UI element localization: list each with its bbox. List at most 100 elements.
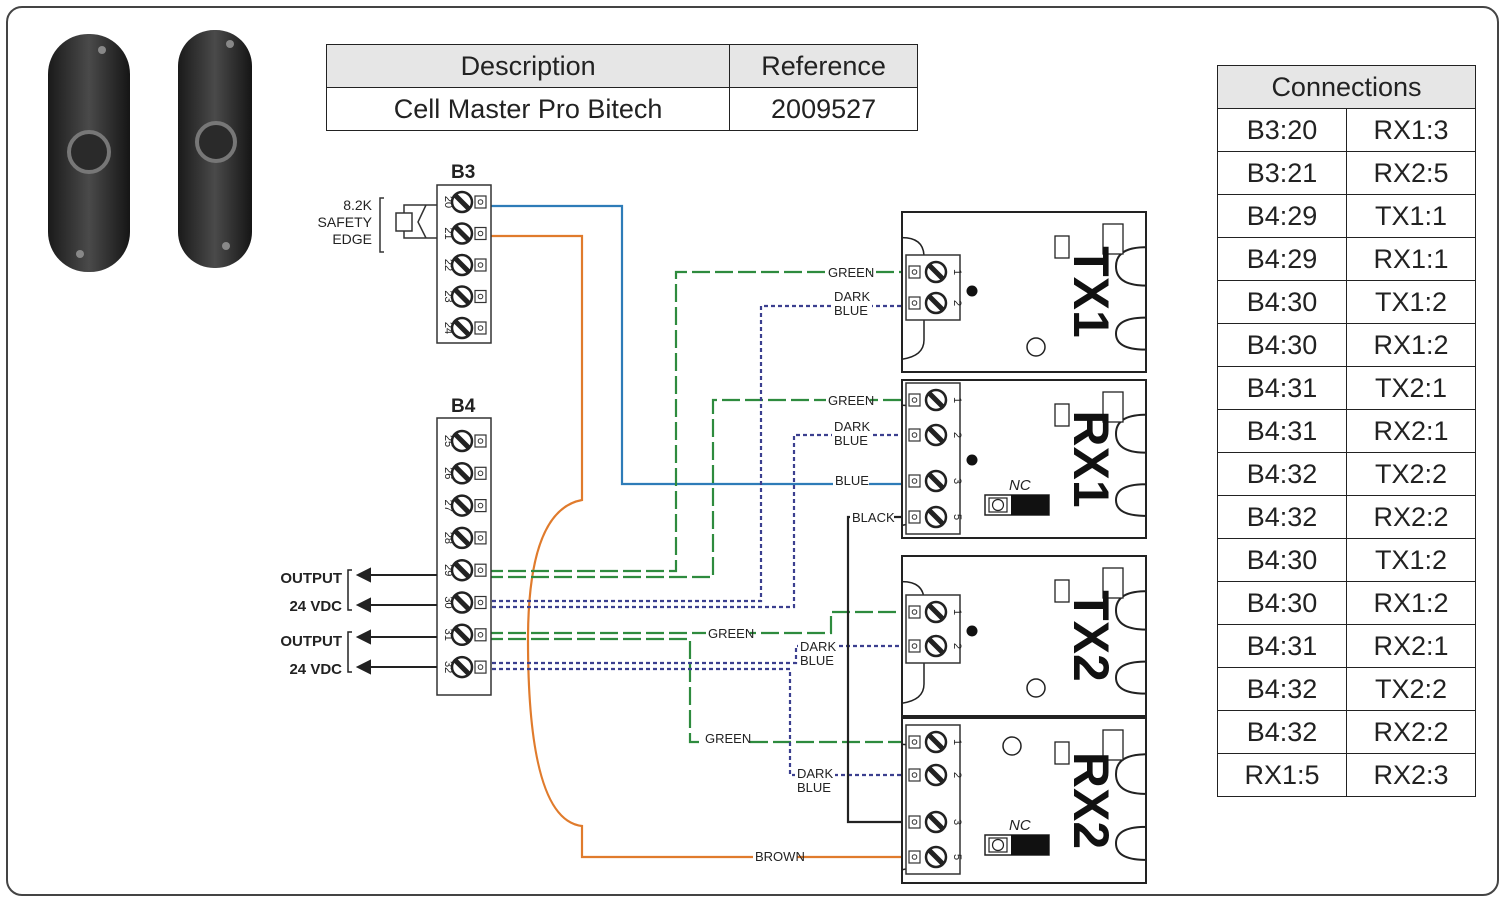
reference-cell: 2009527: [729, 87, 918, 131]
output-1-line1: OUTPUT: [280, 570, 342, 587]
output-2-line2: 24 VDC: [289, 661, 342, 678]
wire-darkblue-rx1: [485, 433, 906, 609]
wire-label-bg: [832, 290, 872, 320]
wire-label-bg: [826, 394, 870, 408]
label-blue: BLUE: [835, 473, 869, 488]
device-terminal: 5: [908, 505, 963, 529]
connection-from: B4:29: [1217, 194, 1347, 238]
label-green-tx1: GREEN: [828, 265, 874, 280]
wire-green-rx2: [485, 637, 906, 744]
connections-title: Connections: [1217, 65, 1476, 109]
device-terminal-number: 2: [951, 643, 963, 649]
device-terminal: 2: [908, 763, 963, 787]
screw-icon: [98, 46, 106, 54]
terminal-number: 29: [442, 564, 454, 576]
label-darkblue-rx1-line1: DARK: [834, 419, 870, 434]
connection-from: B4:30: [1217, 323, 1347, 367]
reference-header: Reference: [729, 44, 918, 88]
screw-icon: [222, 242, 230, 250]
connection-from: B4:32: [1217, 452, 1347, 496]
device-label: TX2: [1063, 590, 1119, 682]
lens-circle: [1026, 678, 1046, 698]
device-terminal-number: 5: [951, 854, 963, 860]
connection-to: TX1:2: [1346, 538, 1476, 582]
led-window: [1054, 579, 1070, 603]
wire-label-bg: [795, 767, 835, 797]
connection-from: RX1:5: [1217, 753, 1347, 797]
label-darkblue-tx2-line2: BLUE: [800, 653, 834, 668]
connection-to: RX2:2: [1346, 710, 1476, 754]
wire-green-tx1: [485, 270, 906, 573]
terminal-screw: 21: [442, 222, 487, 245]
connection-from: B4:32: [1217, 495, 1347, 539]
photocell-lens-right: [195, 121, 237, 163]
output-2-line1: OUTPUT: [280, 633, 342, 650]
safety-edge-text-1: 8.2K: [343, 197, 372, 213]
output-arrows: [347, 567, 437, 675]
terminal-number: 21: [442, 227, 454, 239]
connection-from: B4:30: [1217, 280, 1347, 324]
device-terminal: 2: [908, 423, 963, 447]
wire-darkblue-tx1: [485, 304, 906, 603]
terminal-screw: 20: [442, 190, 487, 214]
label-darkblue-rx2-line1: DARK: [797, 766, 833, 781]
indicator-dot: [966, 625, 978, 637]
wire-label-bg: [833, 474, 869, 488]
terminal-screw: 32: [442, 655, 487, 679]
connection-from: B3:21: [1217, 151, 1347, 195]
device-terminal-number: 1: [951, 739, 963, 745]
label-brown: BROWN: [755, 849, 805, 864]
terminal-number: 25: [442, 435, 454, 447]
connection-to: RX1:2: [1346, 323, 1476, 367]
connection-to: TX2:1: [1346, 366, 1476, 410]
terminal-number: 24: [442, 322, 454, 334]
connection-to: TX1:1: [1346, 194, 1476, 238]
terminal-block-b4: [436, 417, 492, 696]
terminal-screw: 27: [442, 494, 487, 517]
terminal-screw: 28: [442, 526, 487, 550]
connection-to: TX2:2: [1346, 667, 1476, 711]
sensor-window: [1102, 391, 1124, 423]
label-green-rx2: GREEN: [705, 731, 751, 746]
connection-to: RX1:3: [1346, 108, 1476, 152]
device-terminal: 2: [908, 634, 963, 658]
wire-green-rx1: [485, 398, 906, 579]
connection-from: B4:30: [1217, 581, 1347, 625]
device-terminal-number: 3: [951, 478, 963, 484]
connection-to: RX2:3: [1346, 753, 1476, 797]
connection-to: RX2:1: [1346, 624, 1476, 668]
wire-label-bg: [826, 266, 870, 280]
safety-edge-text-2: SAFETY: [318, 214, 373, 230]
nc-label: NC: [1009, 817, 1031, 834]
terminal-number: 31: [442, 629, 454, 641]
description-cell: Cell Master Pro Bitech: [325, 87, 731, 131]
led-window: [1054, 235, 1070, 259]
nc-switch: NC: [984, 477, 1050, 516]
screw-icon: [76, 250, 84, 258]
device-terminal: 1: [908, 260, 963, 284]
device-terminal: 2: [908, 291, 963, 315]
connection-to: RX2:1: [1346, 409, 1476, 453]
device-terminal: 5: [908, 845, 963, 869]
wire-label-bg: [706, 627, 750, 641]
terminal-number: 20: [442, 196, 454, 208]
terminal-screw: 24: [442, 316, 487, 340]
label-darkblue-tx1-line2: BLUE: [834, 303, 868, 318]
device-terminal: 3: [908, 810, 963, 834]
safety-edge-resistor: [379, 197, 437, 253]
terminal-number: 26: [442, 467, 454, 479]
